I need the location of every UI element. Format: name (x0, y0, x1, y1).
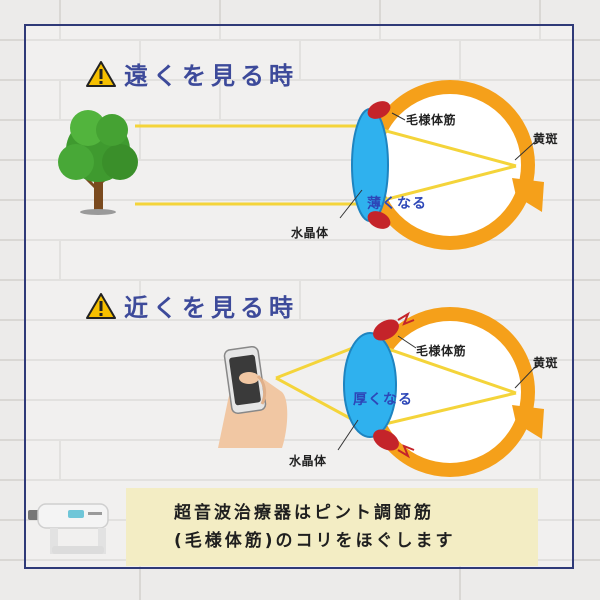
info-line-1: 超音波治療器はピント調節筋 (174, 503, 434, 523)
near-lens-label: 水晶体 (289, 454, 327, 468)
far-ciliary-label: 毛様体筋 (406, 113, 457, 127)
near-title-text: 近くを見る時 (124, 294, 298, 322)
far-eye-diagram (58, 80, 544, 250)
warning-icon (86, 60, 116, 87)
warning-icon (86, 292, 116, 319)
smartphone-hand-icon (218, 345, 288, 448)
far-title-text: 遠くを見る時 (124, 62, 298, 90)
near-eye-diagram (218, 307, 544, 477)
ciliary-muscle (367, 101, 391, 229)
info-box: 超音波治療器はピント調節筋 (毛様体筋)のコリをほぐします (126, 488, 538, 566)
ciliary-muscle (373, 311, 415, 459)
tree-icon (58, 110, 138, 215)
near-macula-label: 黄斑 (533, 356, 559, 370)
near-ciliary-label: 毛様体筋 (416, 344, 467, 358)
lens-thick (343, 332, 397, 438)
info-line-2: (毛様体筋)のコリをほぐします (174, 531, 456, 551)
ultrasound-device-image (28, 503, 109, 554)
near-lens-state-label: 厚くなる (353, 392, 413, 408)
far-lens-label: 水晶体 (291, 226, 329, 240)
far-section-title: 遠くを見る時 (86, 56, 298, 91)
far-lens-state-label: 薄くなる (367, 196, 427, 212)
far-macula-label: 黄斑 (533, 132, 559, 146)
near-section-title: 近くを見る時 (86, 288, 298, 323)
